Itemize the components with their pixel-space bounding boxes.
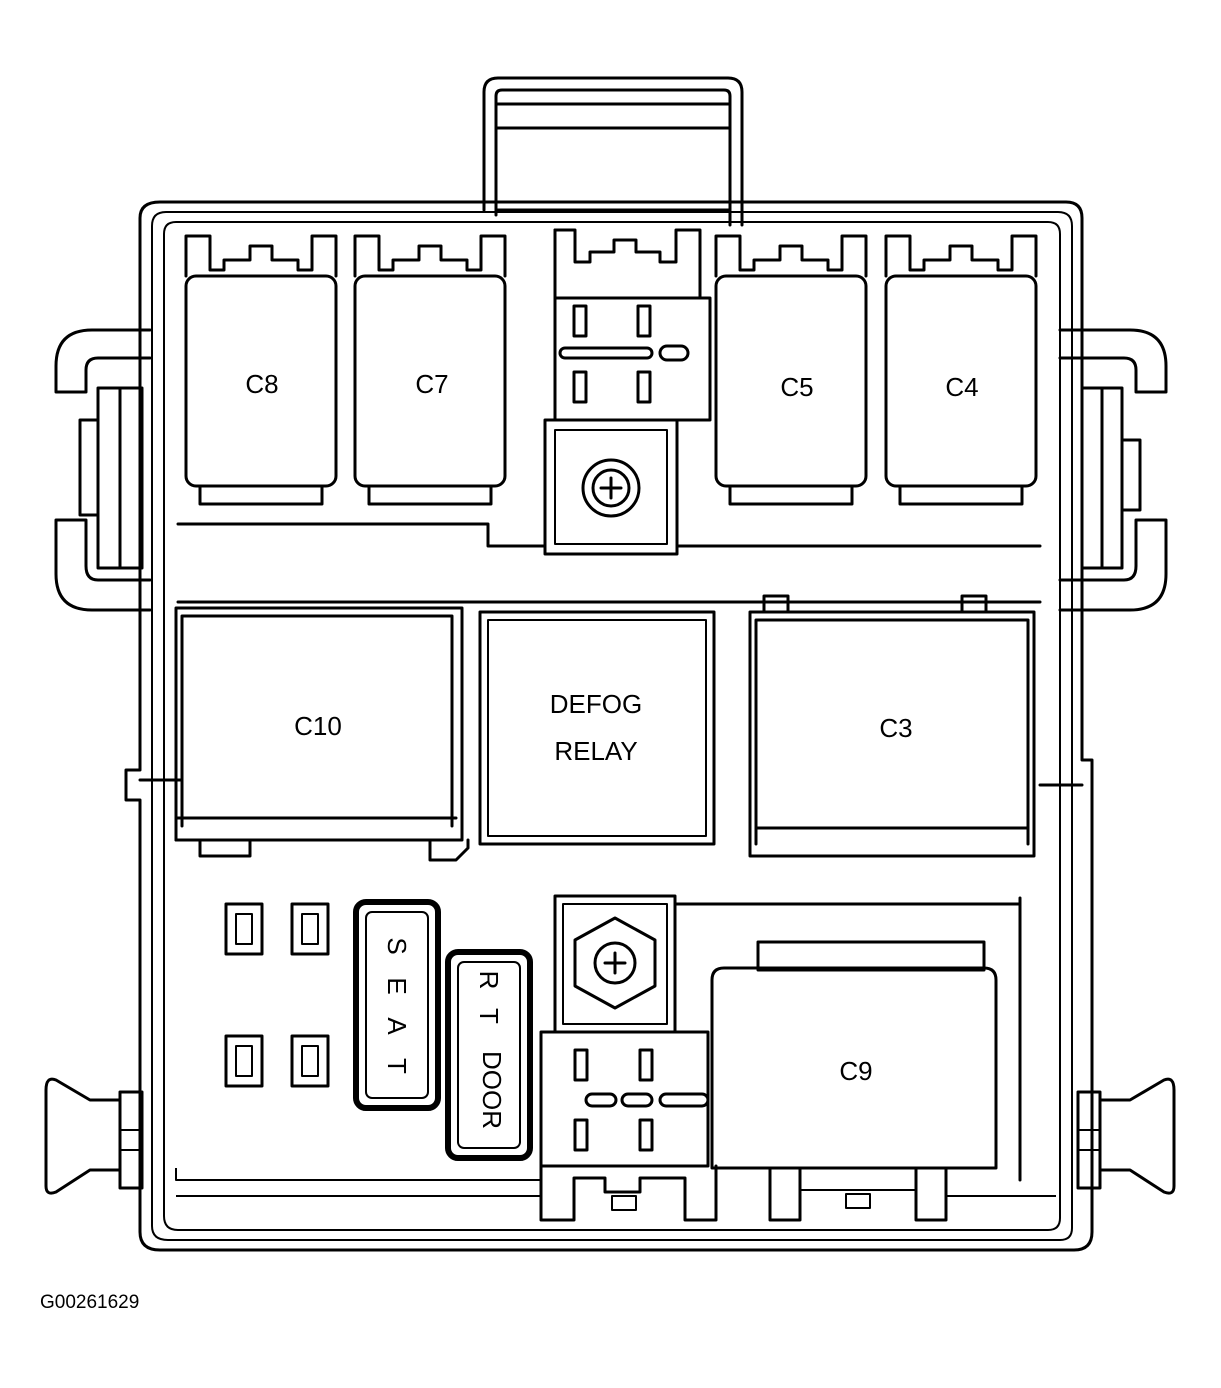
rt-letter-t: T (474, 1008, 504, 1024)
defog-relay-line2: RELAY (554, 736, 637, 766)
top-center-socket (553, 228, 712, 422)
defog-relay-line1: DEFOG (550, 689, 642, 719)
top-latch (482, 76, 744, 227)
divider-rail (176, 522, 1042, 604)
seat-letter-a: A (382, 1017, 412, 1035)
top-bolt-terminal (543, 418, 679, 556)
connector-c7: C7 (353, 234, 507, 506)
connector-c10: C10 (174, 606, 470, 862)
seat-letter-t: T (382, 1058, 412, 1074)
figure-code: G00261629 (40, 1292, 140, 1313)
mini-terminals (224, 902, 330, 1088)
c10-label: C10 (294, 711, 342, 741)
defog-relay: DEFOG RELAY (478, 610, 716, 846)
connector-c5: C5 (714, 234, 868, 506)
c4-label: C4 (945, 372, 978, 402)
connector-c9: C9 (710, 940, 998, 1222)
lower-center-socket (539, 1030, 718, 1222)
connector-c8: C8 (184, 234, 338, 506)
seat-fuse: S E A T (353, 899, 441, 1111)
right-lower-clip (1058, 518, 1168, 612)
seat-letter-s: S (382, 937, 412, 954)
housing (124, 200, 1094, 1252)
seat-letter-e: E (382, 977, 412, 994)
left-upper-clip (54, 328, 152, 570)
door-label: DOOR (477, 1051, 507, 1129)
c9-label: C9 (839, 1056, 872, 1086)
c5-label: C5 (780, 372, 813, 402)
rt-letter-r: R (474, 971, 504, 990)
c3-label: C3 (879, 713, 912, 743)
lower-bolt-terminal (553, 894, 677, 1034)
left-lower-clip (54, 518, 152, 612)
c8-label: C8 (245, 369, 278, 399)
c7-label: C7 (415, 369, 448, 399)
rt-door-fuse: R T DOOR (445, 949, 533, 1161)
right-upper-clip (1058, 328, 1168, 570)
connector-c4: C4 (884, 234, 1038, 506)
left-knob (44, 1077, 144, 1195)
right-knob (1076, 1077, 1176, 1195)
connector-c3: C3 (748, 594, 1036, 858)
